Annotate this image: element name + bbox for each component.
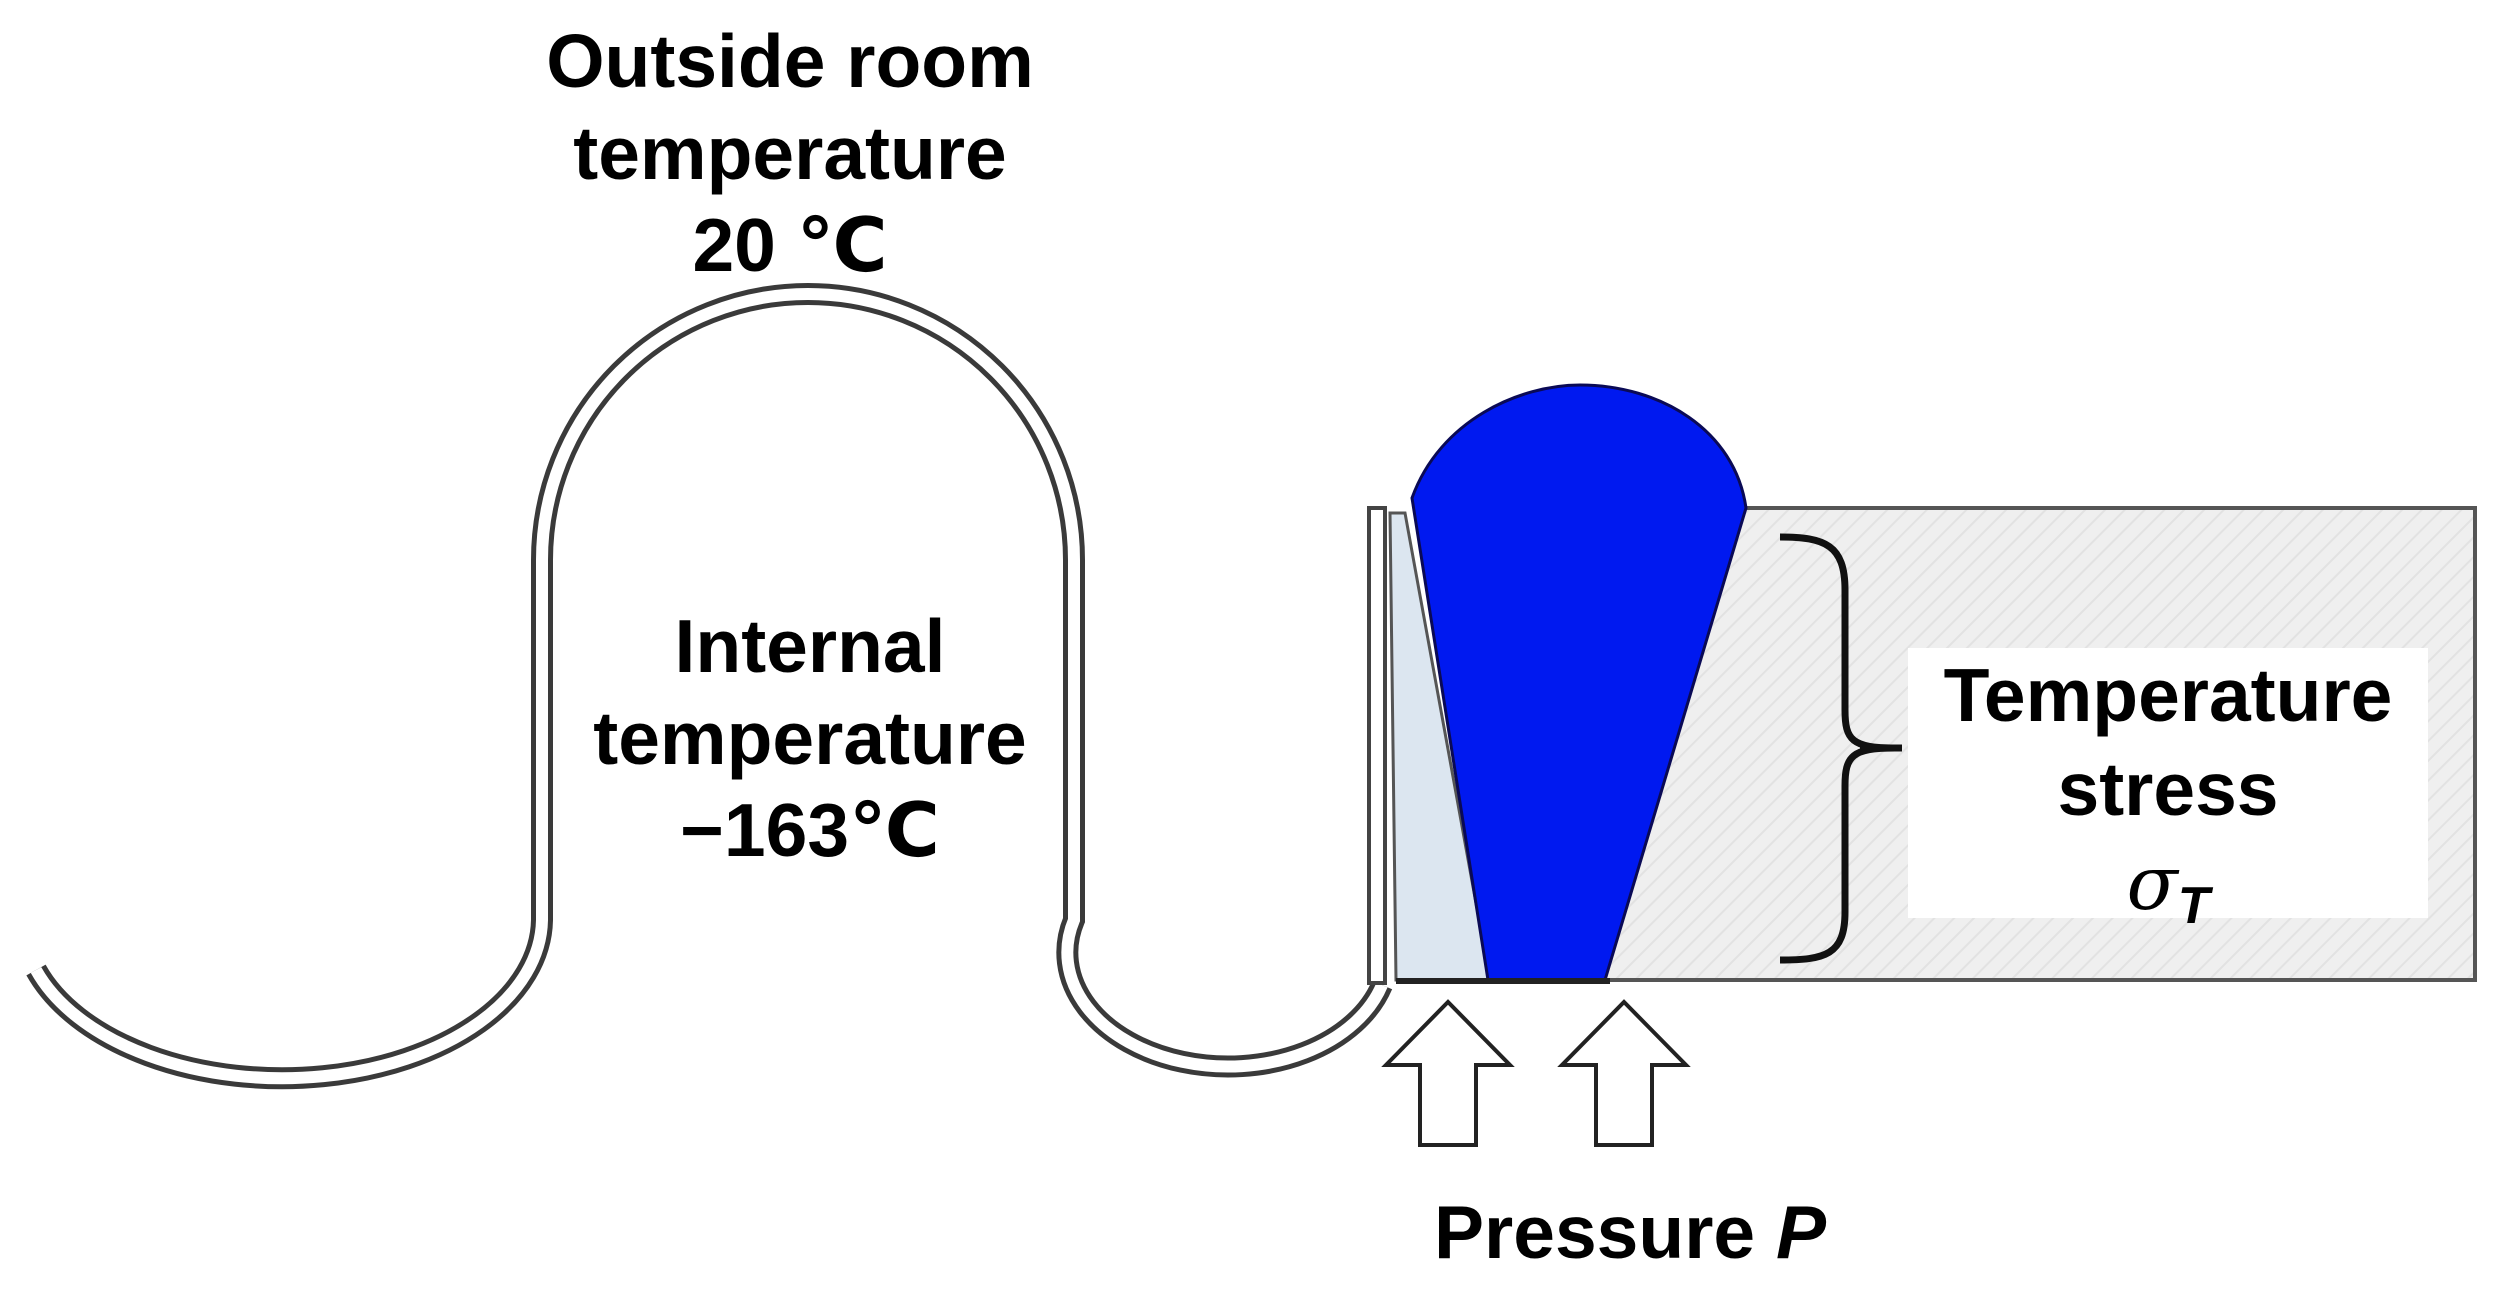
corrugated-membrane [26, 283, 1393, 1090]
membrane-flange [1367, 506, 1387, 985]
pressure-arrow-left [1381, 999, 1515, 1147]
pressure-symbol: P [1775, 1190, 1826, 1274]
pressure-label: Pressure P [1330, 1186, 1930, 1278]
pressure-text: Pressure [1434, 1190, 1776, 1274]
internal-temperature-label: Internal temperature −163℃ [560, 600, 1060, 876]
weld-bead [1410, 383, 1748, 982]
sigma-symbol: σT [2126, 839, 2210, 935]
stress-label-line2: stress [2057, 747, 2279, 831]
sigma-char: σ [2126, 839, 2178, 927]
outside-temperature-label: Outside room temperature 20 ℃ [500, 15, 1080, 291]
outside-label-line3: 20 ℃ [692, 203, 888, 287]
internal-label-line1: Internal [674, 604, 946, 688]
stress-label-line1: Temperature [1943, 653, 2393, 737]
outside-label-line2: temperature [573, 111, 1007, 195]
temperature-stress-label: Temperature stress σT [1908, 648, 2428, 935]
internal-label-line3: −163℃ [680, 788, 940, 872]
internal-label-line2: temperature [593, 696, 1027, 780]
pressure-arrow-right [1557, 999, 1691, 1147]
stress-symbol: σT [1908, 836, 2428, 953]
outside-label-line1: Outside room [546, 19, 1034, 103]
sigma-subscript: T [2177, 877, 2210, 935]
